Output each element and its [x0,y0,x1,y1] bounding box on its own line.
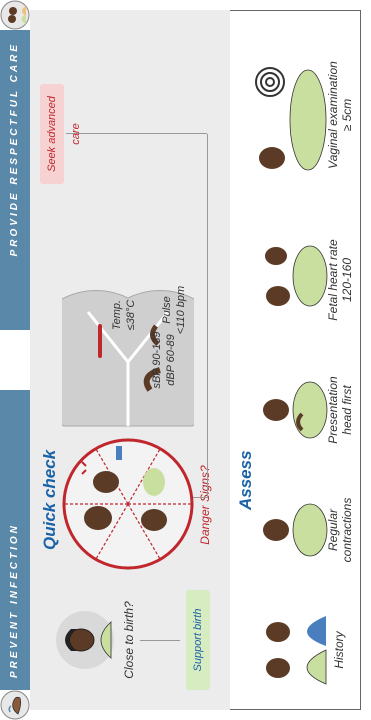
vaginal-exam-illustration [250,60,330,180]
temp-value: ≤38°C [124,290,138,340]
close-to-birth-label: Close to birth? [122,600,136,680]
assess-title: Assess [236,450,256,510]
assess-step: Vaginal examination ≥ 5cm [326,50,354,180]
fetal-heart-label-line2: 120-160 [340,225,354,335]
assess-step: Presentation head first [326,360,354,460]
history-illustration [258,610,328,690]
connector-line-horizontal [207,134,208,498]
contractions-illustration [258,490,328,570]
arrow-down [140,640,180,641]
temp-title: Temp. [110,290,124,340]
danger-signs-wheel [62,438,194,570]
vaginal-exam-label: Vaginal examination [326,50,340,180]
seek-advanced-care-box: Seek advanced care [40,84,64,184]
temp-label: Temp. ≤38°C [110,290,138,340]
presentation-illustration [258,370,328,450]
prevent-infection-label: PREVENT INFECTION [0,523,30,678]
respectful-care-band: PROVIDE RESPECTFUL CARE [0,30,30,330]
support-birth-box: Support birth [186,590,210,690]
vaginal-exam-label-line2: ≥ 5cm [340,50,354,180]
presentation-label-line2: head first [340,360,354,460]
prevent-infection-band: PREVENT INFECTION [0,390,30,690]
respectful-care-label: PROVIDE RESPECTFUL CARE [0,42,30,256]
handwash-icon [0,690,30,720]
danger-signs-label: Danger Signs? [198,450,212,560]
quick-check-title: Quick check [40,450,60,550]
contractions-label-line2: contractions [340,480,354,580]
caregiver-icon [0,0,30,30]
contractions-label: Regular [326,480,340,580]
history-label: History [332,610,346,690]
fetal-heart-label: Fetal heart rate [326,225,340,335]
pulse-value: <110 bpm [174,280,188,340]
assess-step: History [332,610,346,690]
fetal-heart-illustration [258,240,328,320]
pulse-title: Pulse [160,280,174,340]
pulse-label: Pulse <110 bpm [160,280,188,340]
assess-step: Fetal heart rate 120-160 [326,225,354,335]
connector-line [193,497,207,498]
assess-step: Regular contractions [326,480,354,580]
woman-portrait-icon [55,610,115,670]
presentation-label: Presentation [326,360,340,460]
